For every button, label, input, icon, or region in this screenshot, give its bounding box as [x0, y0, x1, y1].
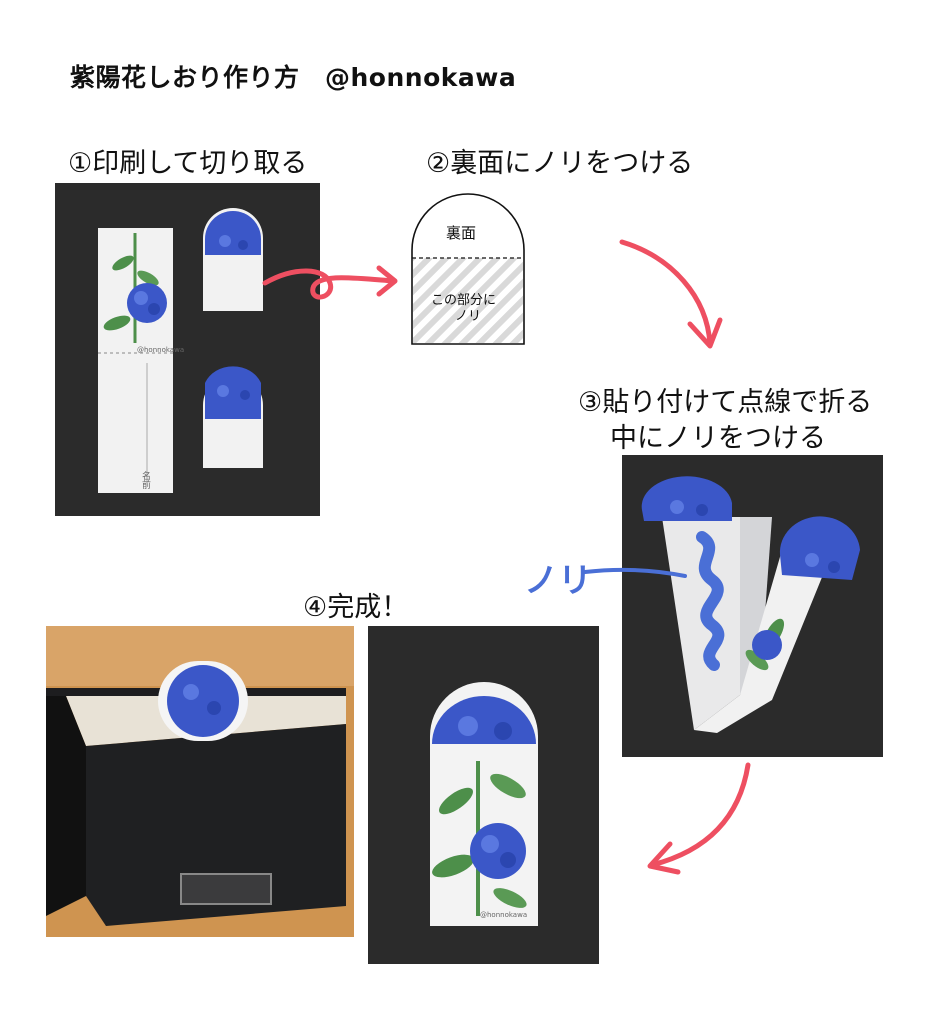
glue-area-label-line1: この部分に	[431, 293, 497, 308]
step-1-heading: ①印刷して切り取る	[68, 148, 308, 179]
step-1-photo: @honnokawa 名前	[55, 183, 320, 516]
step-3-photo	[622, 455, 883, 757]
arrow-step2-to-step3	[619, 239, 723, 349]
glue-area-label-line2: ノリ	[455, 309, 482, 324]
step-2-heading: ②裏面にノリをつける	[426, 148, 694, 179]
back-side-diagram	[411, 193, 525, 345]
step-4-photo-book	[46, 626, 354, 937]
step-4-heading: ④完成！	[303, 592, 409, 623]
step-3-heading-line1: ③貼り付けて点線で折る	[578, 387, 873, 418]
glue-annotation-label: ノリ	[524, 561, 592, 601]
glue-annotation-line	[583, 567, 687, 578]
step-3-heading-line2: 中にノリをつける	[610, 423, 826, 454]
back-side-label: 裏面	[446, 224, 477, 242]
photo1-watermark: @honnokawa	[137, 346, 185, 354]
step-4-photo-bookmark: @honnokawa	[368, 626, 599, 964]
arrow-step1-to-step2	[262, 265, 398, 300]
photo4-watermark: @honnokawa	[480, 911, 528, 919]
page-title: 紫陽花しおり作り方 @honnokawa	[70, 63, 517, 92]
photo1-name-label: 名前	[140, 471, 150, 489]
arrow-step3-to-step4	[647, 762, 751, 875]
